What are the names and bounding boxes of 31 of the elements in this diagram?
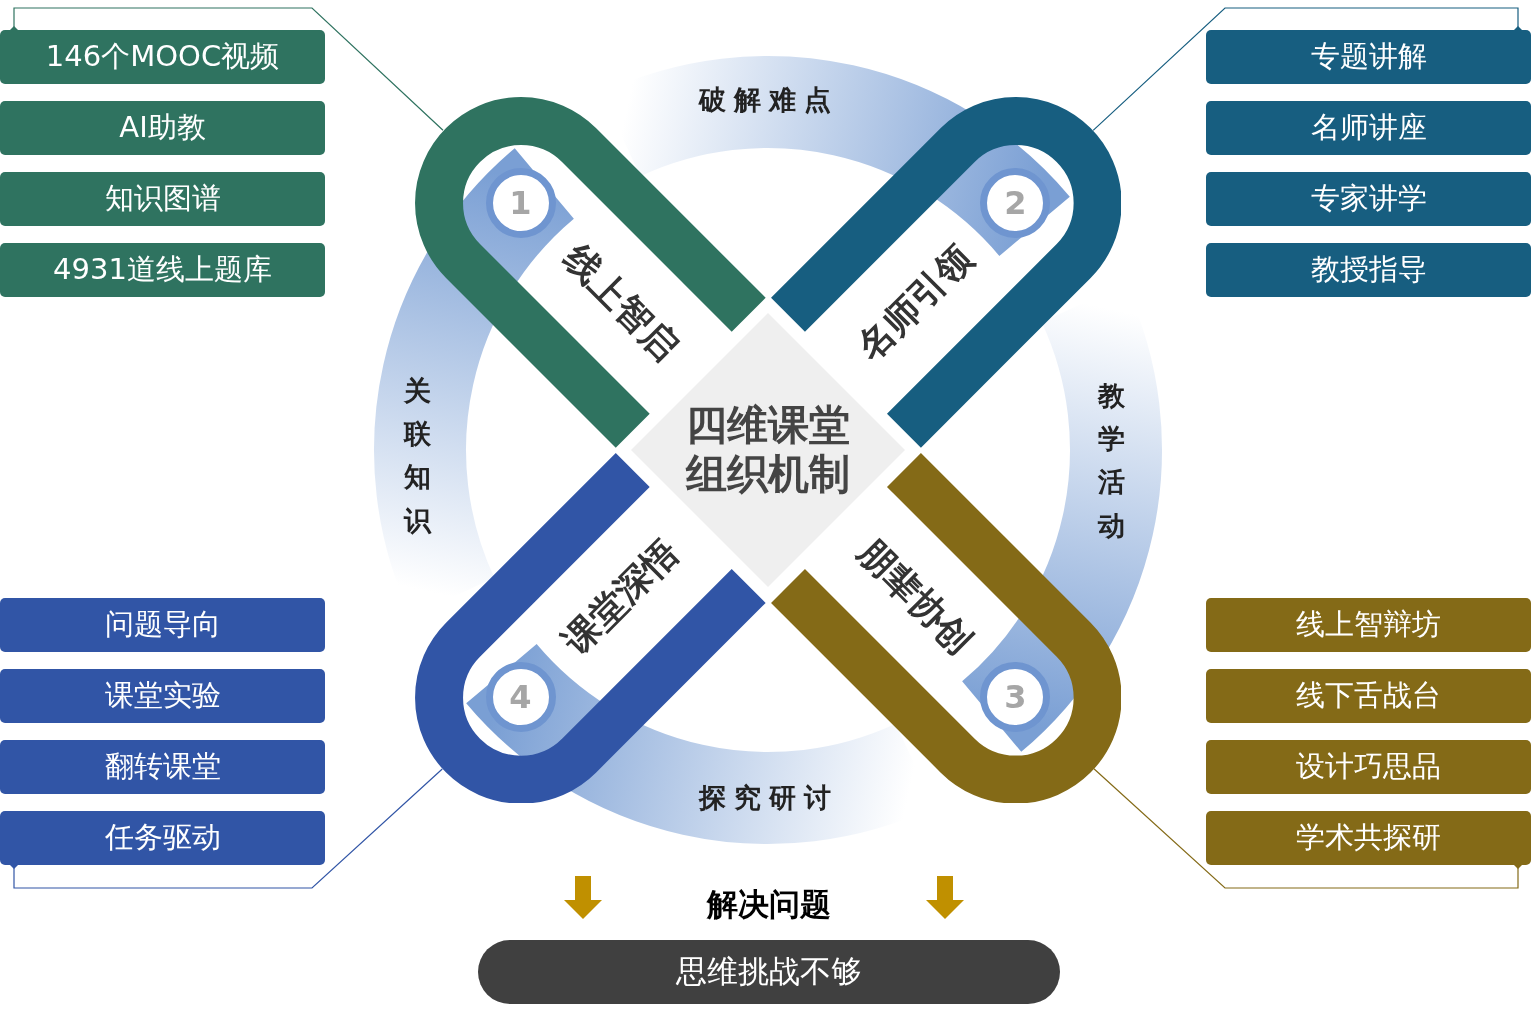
item-tag: 课堂实验 xyxy=(0,669,325,723)
item-tag: 专家讲学 xyxy=(1206,172,1531,226)
item-tag: 翻转课堂 xyxy=(0,740,325,794)
leader-line xyxy=(10,768,443,889)
item-tag: 问题导向 xyxy=(0,598,325,652)
item-tag: 4931道线上题库 xyxy=(0,243,325,297)
leader-line xyxy=(10,7,444,131)
loop-label: 线上智启 xyxy=(555,235,688,370)
loop-label: 名师引领 xyxy=(847,235,981,370)
item-tag: 任务驱动 xyxy=(0,811,325,865)
item-tag: 线上智辩坊 xyxy=(1206,598,1531,652)
item-tag: 学术共探研 xyxy=(1206,811,1531,865)
item-tag: 知识图谱 xyxy=(0,172,325,226)
center-title: 四维课堂组织机制 xyxy=(684,400,851,500)
leader-line xyxy=(1093,768,1522,889)
loop-label: 课堂深悟 xyxy=(553,529,687,664)
item-tag: 名师讲座 xyxy=(1206,101,1531,155)
item-tag: 146个MOOC视频 xyxy=(0,30,325,84)
arc-label: 关联知识 xyxy=(403,373,431,538)
arc-label: 破解难点 xyxy=(697,83,839,117)
item-tag: 教授指导 xyxy=(1206,243,1531,297)
leader-line xyxy=(1092,7,1522,131)
problem-pill: 思维挑战不够 xyxy=(478,940,1060,1004)
item-tag: AI助教 xyxy=(0,101,325,155)
item-tag: 专题讲解 xyxy=(1206,30,1531,84)
loop-label: 朋辈协创 xyxy=(849,529,983,664)
arc-label: 教学活动 xyxy=(1097,378,1125,543)
caption-text: 解决问题 xyxy=(707,885,831,924)
item-tag: 线下舌战台 xyxy=(1206,669,1531,723)
item-tag: 设计巧思品 xyxy=(1206,740,1531,794)
arc-label: 探究研讨 xyxy=(697,781,839,815)
